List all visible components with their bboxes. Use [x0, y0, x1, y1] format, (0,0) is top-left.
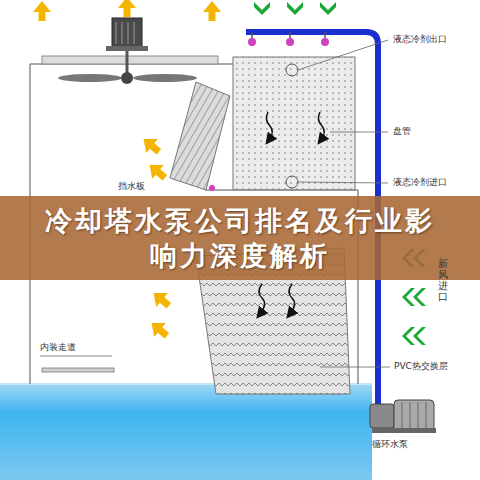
part-label: 循环水泵: [372, 440, 408, 450]
part-label: PVC热交换层: [394, 362, 448, 372]
part-label: 液态冷剂进口: [393, 178, 447, 188]
part-label: 盘管: [393, 127, 411, 137]
part-label: 内装走道: [40, 343, 76, 353]
title-band: 冷却塔水泵公司排名及行业影响力深度解析: [0, 196, 480, 280]
title: 冷却塔水泵公司排名及行业影响力深度解析: [40, 203, 440, 273]
part-label: 液态冷剂出口: [393, 35, 447, 45]
part-label: 挡水板: [118, 182, 145, 192]
part-label: 新风进口: [438, 258, 448, 302]
